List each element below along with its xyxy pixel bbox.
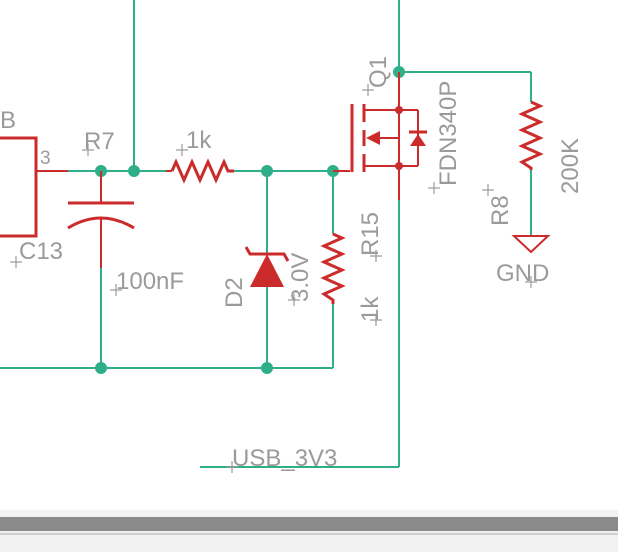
q1-value: FDN340P — [435, 81, 462, 186]
gnd-symbol[interactable]: GND — [496, 235, 551, 288]
gnd-label: GND — [496, 260, 549, 287]
scrollbar-track — [0, 533, 618, 535]
mosfet-q1[interactable]: Q1 FDN340P — [333, 56, 462, 200]
capacitor-c13[interactable]: C13 100nF — [10, 171, 184, 296]
ic-part-label: B — [0, 107, 16, 134]
junction-dot — [261, 362, 273, 374]
schematic-canvas[interactable]: B 3 C13 100nF R7 1k D2 3.0V R15 — [0, 0, 618, 510]
wires — [0, 0, 532, 468]
c13-name: C13 — [19, 238, 63, 265]
zener-diode-d2[interactable]: D2 3.0V — [221, 246, 314, 308]
q1-body-arrow — [366, 131, 380, 145]
horizontal-scrollbar[interactable] — [0, 517, 618, 531]
r8-name: R8 — [487, 195, 514, 226]
net-label-text: USB_3V3 — [232, 445, 337, 472]
junction-dot — [128, 165, 140, 177]
ic-body-outline — [0, 136, 38, 238]
q1-internal-node — [395, 162, 403, 170]
c13-value: 100nF — [116, 268, 184, 295]
r15-value: 1k — [357, 296, 384, 322]
r7-zigzag — [170, 158, 234, 184]
r8-zigzag — [518, 100, 544, 170]
junction-dot — [261, 165, 273, 177]
d2-name: D2 — [221, 277, 248, 308]
resistor-r15[interactable]: R15 1k — [320, 212, 384, 326]
net-label-usb-3v3[interactable]: USB_3V3 — [226, 445, 337, 473]
junctions — [95, 66, 405, 374]
r15-zigzag — [320, 232, 346, 304]
d2-value: 3.0V — [287, 253, 314, 302]
r7-name: R7 — [84, 128, 115, 155]
q1-name: Q1 — [365, 56, 392, 88]
d2-triangle — [250, 254, 284, 287]
junction-dot — [95, 362, 107, 374]
gnd-triangle — [511, 235, 551, 254]
ic-pin-number: 3 — [40, 148, 51, 169]
r8-value: 200K — [557, 138, 584, 194]
q1-body-diode-triangle — [410, 134, 426, 146]
r15-name: R15 — [357, 212, 384, 256]
resistor-r8[interactable]: R8 200K — [482, 100, 584, 226]
d2-cathode-bar — [244, 246, 290, 262]
resistor-r7[interactable]: R7 1k — [82, 127, 234, 184]
partial-ic[interactable]: B 3 — [0, 107, 68, 238]
r7-value: 1k — [186, 127, 212, 154]
q1-internal-node — [395, 106, 403, 114]
